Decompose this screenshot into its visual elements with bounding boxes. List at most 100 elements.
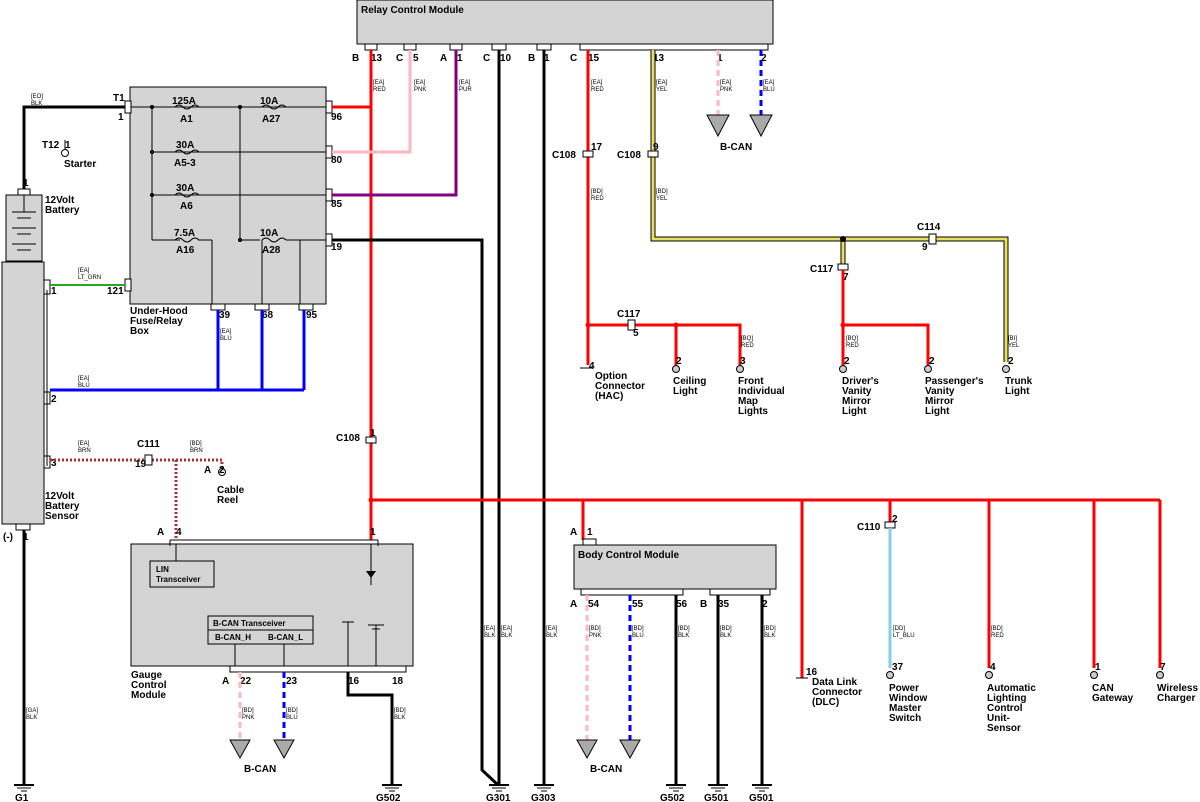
cable-reel-pin: 2 (219, 465, 225, 476)
bcm-pin-35: 35 (718, 599, 730, 610)
cable-reel-label-1: Cable (217, 485, 245, 496)
rcm-pin-13b: 13 (653, 53, 665, 64)
load-pw-l3: Master (889, 703, 921, 714)
wl-bd-blu2-c: BLU (632, 633, 644, 639)
bcan-h-label: B-CAN_H (215, 633, 251, 642)
load-map-pin: 3 (740, 356, 746, 367)
wl-blu3: BLU (78, 383, 90, 389)
ground-g1: G1 (15, 793, 29, 802)
starter-pin: 1 (65, 140, 71, 151)
ground-g303: G303 (531, 793, 556, 802)
gauge-bcan-label: B-CAN (244, 764, 276, 775)
wl-ea-ltgrn: [EA] (78, 268, 90, 274)
bcm-conn-b: B (700, 599, 707, 610)
gauge-conn-a2: A (222, 676, 229, 687)
ground-symbol (14, 784, 34, 792)
wl-bd-pnk2-c: PNK (589, 633, 601, 639)
load-wc-pin: 7 (1160, 662, 1166, 673)
load-can-l2: Gateway (1092, 693, 1134, 704)
wl-bd-red2: [BD] (991, 626, 1003, 632)
wl-bq-red: [BQ] (741, 336, 753, 342)
load-driver-l4: Light (842, 406, 867, 417)
load-passenger-l2: Vanity (925, 386, 955, 397)
wl-bi-yel-c: YEL (1008, 343, 1020, 349)
wl-bd-red-c: RED (591, 196, 604, 202)
fuse-box-t1: T1 (113, 93, 125, 104)
wl-bd-red: [BD] (591, 189, 603, 195)
bcm-conn-a: A (570, 527, 577, 538)
sensor-label-3: Sensor (45, 511, 79, 522)
fuse-box-pin-39: 39 (219, 310, 231, 321)
ground-g501a: G501 (704, 793, 729, 802)
wire-pnk-80 (332, 50, 412, 154)
wl-bd-brn: [BD] (190, 441, 202, 447)
load-driver-l2: Vanity (842, 386, 872, 397)
wl-ea-pnk: [EA] (414, 80, 426, 86)
load-labels: 4 Option Connector (HAC) 2 Ceiling Light… (589, 356, 1198, 734)
bcm-pin-54: 54 (588, 599, 600, 610)
cable-reel-conn: A (204, 465, 211, 476)
bcm-conn-a2: A (570, 599, 577, 610)
wl-ea-red-b: [EA] (591, 80, 603, 86)
wl-ltgrn: LT_GRN (78, 275, 101, 281)
wl-ga-blk: [GA] (26, 708, 38, 714)
grounds: G1 G502 G301 G303 G502 G501 G501 (14, 784, 774, 802)
fuse-a16-name: A16 (176, 245, 195, 256)
wl-ea-blk3: [EA] (546, 626, 558, 632)
load-wc-l1: Wireless (1157, 683, 1198, 694)
load-alc-pin: 4 (990, 662, 996, 673)
c108b-pin: 9 (653, 142, 659, 153)
relay-control-module: Relay Control Module B 13 C 5 A 1 C 10 B… (352, 0, 774, 64)
c117a-pin: 7 (843, 272, 849, 283)
wl-bd-blk2-c: BLK (678, 633, 689, 639)
wire-blk-19 (332, 238, 500, 787)
wl-bq-red2: [BQ] (846, 336, 858, 342)
load-dlc-pin: 16 (806, 667, 818, 678)
rcm-conn-c2: C (483, 53, 490, 64)
wl-ea-blu3: [EA] (78, 376, 90, 382)
wl-dd-ltblu-c: LT_BLU (893, 633, 915, 639)
wl-blu: BLU (763, 87, 775, 93)
bcm-pin-56: 56 (676, 599, 688, 610)
rcm-pin-15: 15 (588, 53, 600, 64)
fuse-box-pin-96: 96 (331, 112, 343, 123)
fuse-a27-name: A27 (262, 114, 281, 125)
load-map-l2: Individual (738, 386, 785, 397)
fuse-box-label-3: Box (130, 326, 149, 337)
load-dlc-l3: (DLC) (812, 697, 839, 708)
wl-bd-brn-c: BRN (190, 448, 203, 454)
load-driver-l3: Mirror (842, 396, 871, 407)
wl-bd-blk4-c: BLK (764, 633, 775, 639)
load-option-l3: (HAC) (595, 391, 623, 402)
body-control-module: Body Control Module A 1 A 54 55 56 B 35 … (570, 527, 777, 610)
gauge-pin-18: 18 (392, 676, 404, 687)
rcm-conn-c3: C (570, 53, 577, 64)
wl-dd-ltblu: [DD] (893, 626, 905, 632)
wl-bd-blk2: [BD] (678, 626, 690, 632)
fuse-a1-name: A1 (180, 114, 193, 125)
c108b-conn: C108 (617, 150, 641, 161)
c108-main-pin: 1 (370, 428, 376, 439)
bcm-pin-55: 55 (632, 599, 644, 610)
wl-bd-blu: [BD] (286, 708, 298, 714)
wl-bd-blk3: [BD] (720, 626, 732, 632)
fuse-a28-name: A28 (262, 245, 281, 256)
rcm-pin-2: 2 (761, 53, 767, 64)
load-passenger-l4: Light (925, 406, 950, 417)
sensor-label-1: 12Volt (45, 491, 75, 502)
load-map-l3: Map (738, 396, 758, 407)
rcm-pin-5: 5 (413, 53, 419, 64)
load-driver-l1: Driver's (842, 376, 879, 387)
load-ceiling-pin: 2 (676, 356, 682, 367)
wl-ga-blk-c: BLK (26, 715, 37, 721)
ground-g501b: G501 (749, 793, 774, 802)
sensor-neg: (-) (3, 532, 13, 543)
wl-ea-blk1: [EA] (484, 626, 496, 632)
load-pw-l2: Window (889, 693, 927, 704)
lin-label: LIN (156, 565, 169, 574)
load-ceiling-l2: Light (673, 386, 698, 397)
rcm-pin-10: 10 (500, 53, 512, 64)
rcm-pin-1c: 1 (717, 53, 723, 64)
fuse-a6-name: A6 (180, 201, 193, 212)
